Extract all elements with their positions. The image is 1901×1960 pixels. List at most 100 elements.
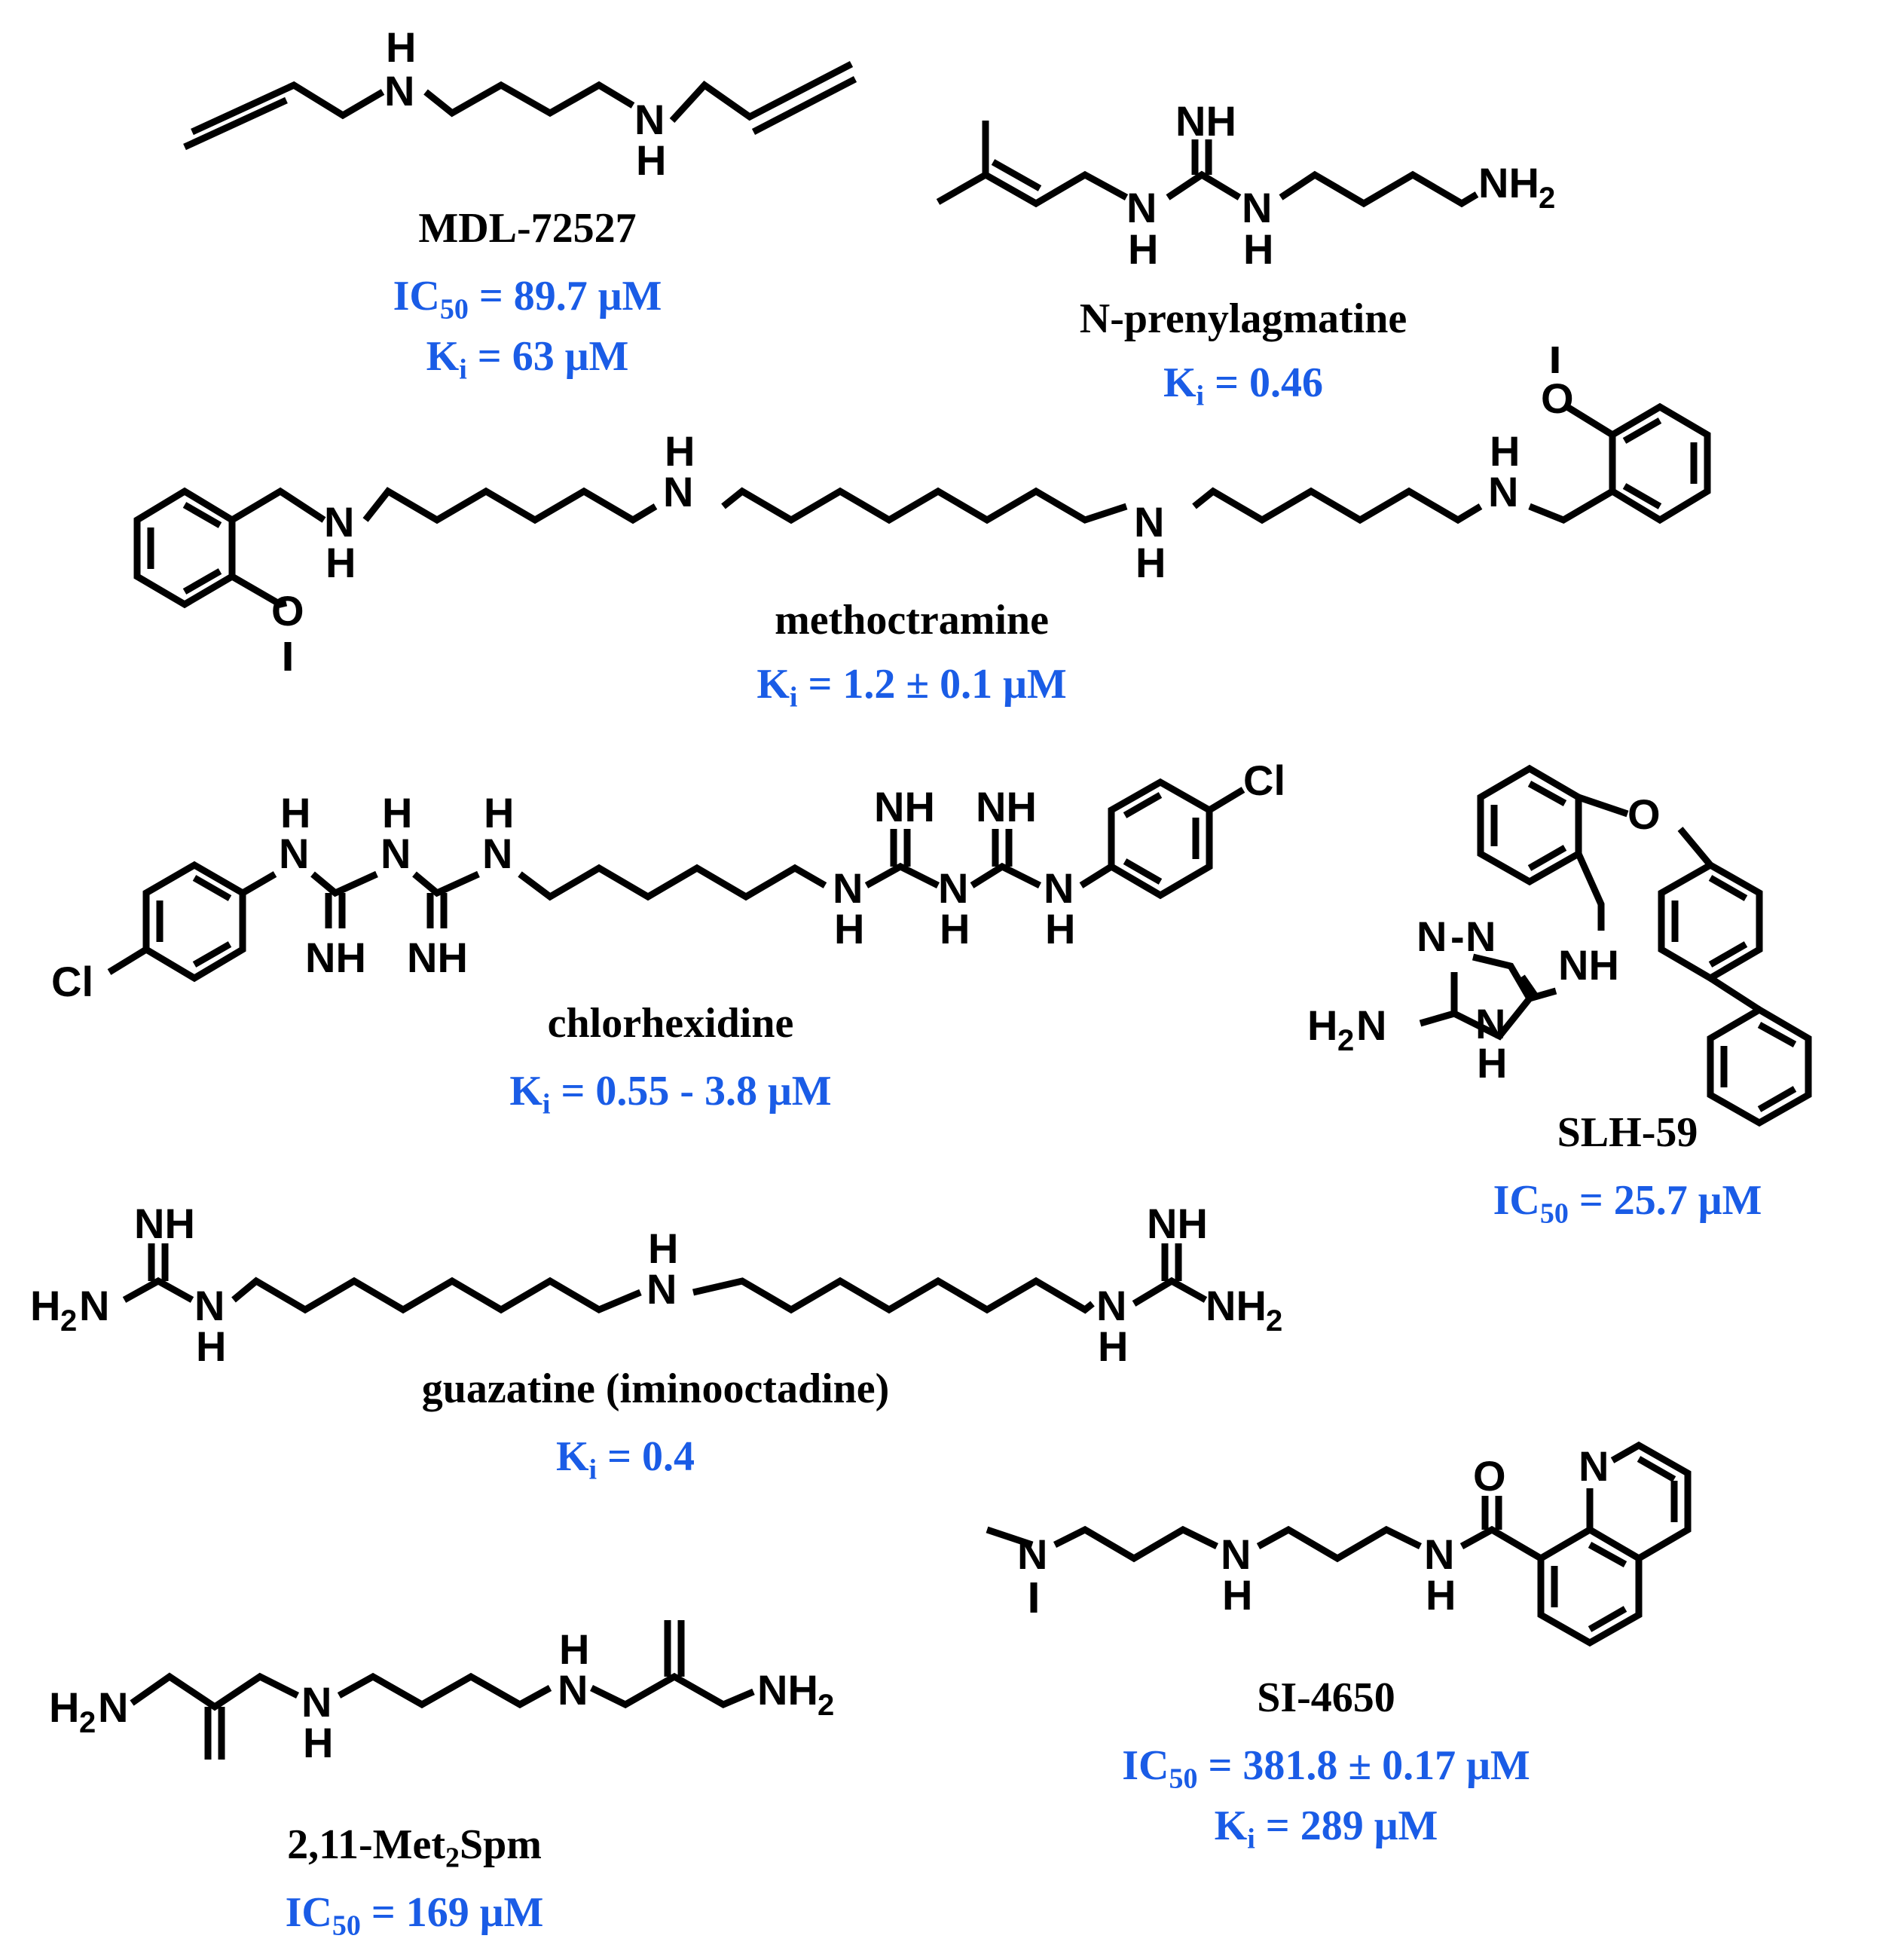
svg-text:N: N — [324, 498, 354, 546]
svg-text:NH: NH — [134, 1200, 195, 1247]
svg-text:NH: NH — [305, 934, 366, 981]
svg-text:2: 2 — [1266, 1304, 1282, 1338]
compound-name-met2spm: 2,11-Met2Spm — [287, 1821, 542, 1874]
svg-text:NH: NH — [757, 1666, 818, 1714]
svg-text:O: O — [1541, 375, 1574, 422]
compound-name-guazatine: guazatine (iminooctadine) — [421, 1365, 890, 1412]
svg-text:NH: NH — [874, 783, 935, 830]
svg-text:H: H — [49, 1683, 79, 1731]
svg-text:N: N — [1417, 913, 1447, 960]
svg-text:NH: NH — [976, 783, 1037, 830]
svg-text:H: H — [559, 1625, 589, 1673]
structure-chlorhexidine: Cl Cl N H N H N H NH NH N H N H N H NH N… — [51, 757, 1285, 1005]
svg-text:N: N — [1465, 913, 1496, 960]
svg-text:N: N — [1096, 1282, 1126, 1329]
svg-text:O: O — [1473, 1452, 1506, 1500]
structure-mdl-72527: N H N H — [183, 23, 857, 184]
svg-text:O: O — [271, 587, 304, 634]
svg-text:N: N — [381, 830, 411, 877]
compound-value-si4650-ki: Ki = 289 μM — [1214, 1803, 1438, 1855]
svg-text:H: H — [1477, 1039, 1507, 1087]
compound-name-slh-59: SLH-59 — [1557, 1109, 1698, 1156]
svg-text:N: N — [646, 1265, 677, 1313]
svg-text:H: H — [1222, 1571, 1252, 1619]
compound-value-methoctramine-ki: Ki = 1.2 ± 0.1 μM — [756, 661, 1067, 714]
svg-text:H: H — [1128, 225, 1158, 273]
compound-value-si4650-ic50: IC50 = 381.8 ± 0.17 μM — [1122, 1742, 1530, 1795]
svg-text:2: 2 — [79, 1706, 96, 1739]
svg-text:H: H — [940, 905, 970, 952]
compound-name-si-4650: SI-4650 — [1257, 1674, 1395, 1721]
svg-text:-: - — [1450, 913, 1465, 960]
svg-text:H: H — [834, 905, 864, 952]
svg-text:N: N — [1579, 1442, 1609, 1490]
svg-text:N: N — [1488, 468, 1518, 515]
compound-value-chlorhexidine-ki: Ki = 0.55 - 3.8 μM — [509, 1068, 832, 1121]
svg-text:N: N — [1475, 1000, 1505, 1047]
structure-n-prenylagmatine: NH N H N H NH 2 — [936, 97, 1555, 273]
svg-text:N: N — [194, 1282, 225, 1329]
svg-text:H: H — [30, 1282, 60, 1329]
svg-text:N: N — [938, 864, 968, 912]
svg-text:NH: NH — [1206, 1282, 1267, 1329]
svg-text:H: H — [280, 789, 310, 836]
compound-value-mdl-ic50: IC50 = 89.7 μM — [393, 273, 662, 326]
svg-text:N: N — [279, 830, 309, 877]
compound-value-mdl-ki: Ki = 63 μM — [426, 333, 629, 386]
svg-text:N: N — [1424, 1530, 1454, 1578]
compound-value-slh59-ic50: IC50 = 25.7 μM — [1493, 1177, 1762, 1230]
svg-text:N: N — [1242, 184, 1272, 231]
svg-text:H: H — [1490, 427, 1520, 475]
compound-name-chlorhexidine: chlorhexidine — [547, 1000, 794, 1047]
svg-text:Cl: Cl — [1243, 757, 1285, 804]
svg-text:N: N — [482, 830, 512, 877]
svg-text:H: H — [1426, 1571, 1456, 1619]
svg-text:N: N — [1356, 1001, 1386, 1049]
svg-text:H: H — [1045, 905, 1075, 952]
svg-text:H: H — [382, 789, 412, 836]
structure-methoctramine: O O N H N H N H N H — [133, 347, 1711, 671]
svg-text:H: H — [1098, 1322, 1128, 1370]
svg-text:N: N — [301, 1678, 332, 1726]
compound-value-prenylagmatine-ki: Ki = 0.46 — [1163, 359, 1324, 412]
svg-text:H: H — [196, 1322, 226, 1370]
svg-text:N: N — [98, 1683, 128, 1731]
svg-text:N: N — [1221, 1530, 1251, 1578]
svg-text:N: N — [384, 67, 414, 115]
svg-text:Cl: Cl — [51, 958, 93, 1005]
svg-text:NH: NH — [1558, 941, 1619, 989]
compound-value-guazatine-ki: Ki = 0.4 — [555, 1433, 695, 1486]
structure-si-4650: O N N H N H N — [986, 1441, 1692, 1647]
compound-value-met2spm-ic50: IC50 = 169 μM — [285, 1889, 544, 1942]
svg-text:N: N — [79, 1282, 109, 1329]
compound-name-mdl-72527: MDL-72527 — [418, 205, 637, 252]
structure-guazatine: NH H 2 N N H N H N H NH NH 2 — [30, 1200, 1282, 1370]
svg-text:2: 2 — [1337, 1024, 1354, 1057]
structure-slh-59: O N - N N H NH H 2 N — [1307, 764, 1812, 1127]
svg-text:NH: NH — [407, 934, 468, 981]
svg-text:H: H — [1243, 225, 1273, 273]
svg-text:NH: NH — [1175, 97, 1236, 145]
svg-text:N: N — [663, 468, 693, 515]
svg-text:H: H — [303, 1719, 333, 1766]
structure-2-11-met2spm: H 2 N N H N H NH 2 — [49, 1620, 834, 1766]
svg-text:H: H — [1307, 1001, 1337, 1049]
svg-text:H: H — [484, 789, 514, 836]
svg-text:H: H — [386, 23, 416, 71]
svg-text:O: O — [1627, 790, 1661, 838]
svg-text:H: H — [1135, 539, 1166, 586]
svg-text:N: N — [833, 864, 863, 912]
svg-text:2: 2 — [1539, 182, 1555, 215]
svg-text:2: 2 — [818, 1689, 834, 1722]
svg-text:2: 2 — [60, 1304, 77, 1338]
svg-text:H: H — [325, 539, 356, 586]
svg-text:N: N — [1134, 498, 1164, 546]
compound-name-n-prenylagmatine: N-prenylagmatine — [1079, 295, 1407, 342]
svg-text:N: N — [1017, 1530, 1047, 1578]
svg-text:H: H — [665, 427, 695, 475]
svg-text:N: N — [1044, 864, 1074, 912]
svg-text:NH: NH — [1478, 159, 1539, 206]
svg-text:N: N — [558, 1666, 588, 1714]
